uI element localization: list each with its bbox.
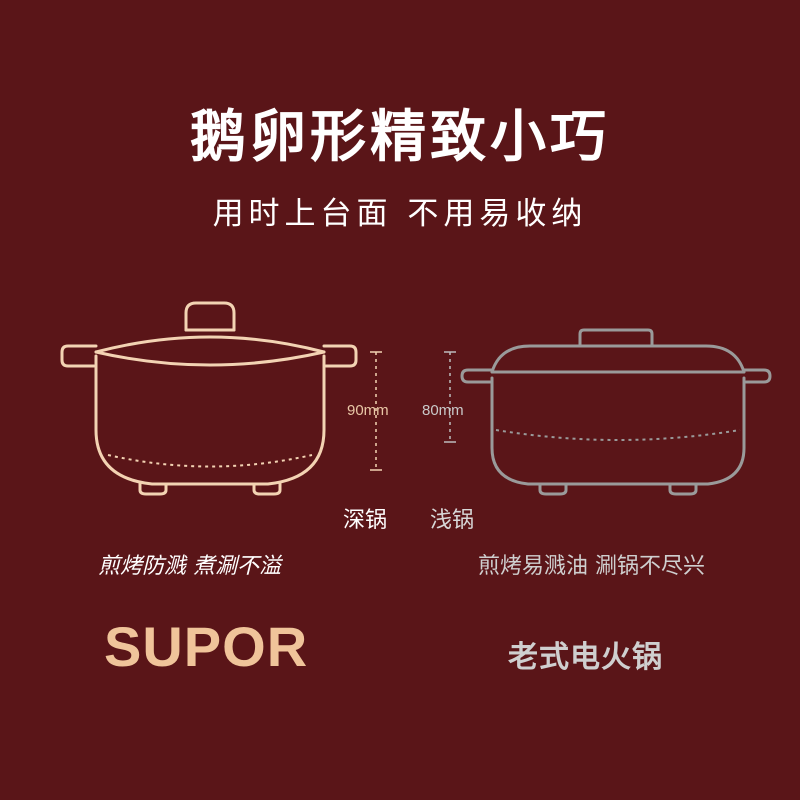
supor-deep-pot-icon — [60, 301, 358, 496]
right-height-label: 80mm — [422, 402, 464, 419]
left-water-line — [107, 454, 313, 468]
supor-features: 煎烤防溅 煮涮不溢 — [98, 554, 281, 579]
deep-pot-label: 深锅 — [343, 508, 388, 533]
right-height-marker — [444, 351, 456, 443]
headline: 鹅卵形精致小巧 — [190, 105, 610, 170]
pot-comparison-illustration — [60, 301, 772, 496]
left-height-marker — [370, 351, 382, 471]
old-shallow-pot-icon — [460, 328, 772, 496]
supor-logo: SUPOR — [104, 615, 309, 678]
shallow-pot-label: 浅锅 — [430, 508, 475, 533]
left-height-label: 90mm — [347, 402, 389, 419]
right-water-line — [495, 429, 741, 441]
old-pot-features: 煎烤易溅油 涮锅不尽兴 — [478, 554, 705, 579]
old-pot-name: 老式电火锅 — [508, 640, 663, 675]
subheadline: 用时上台面 不用易收纳 — [212, 196, 588, 232]
